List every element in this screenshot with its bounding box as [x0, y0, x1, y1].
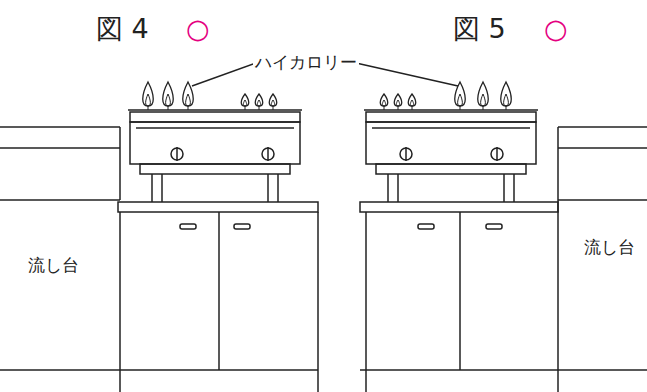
gas-stove	[364, 110, 538, 202]
sink-counter	[0, 127, 318, 392]
part-name: 流し台	[28, 256, 79, 275]
cabinet	[118, 202, 318, 392]
figure-number: 図 5	[453, 14, 506, 44]
correct-mark: ○	[186, 14, 210, 44]
cabinet	[360, 202, 558, 392]
figure-number: 図 4	[96, 14, 149, 44]
callout-label: ハイカロリー	[253, 53, 359, 72]
gas-stove	[128, 110, 302, 202]
correct-mark: ○	[544, 14, 568, 44]
part-name: 流し台	[584, 238, 635, 257]
sink-counter	[360, 127, 647, 392]
